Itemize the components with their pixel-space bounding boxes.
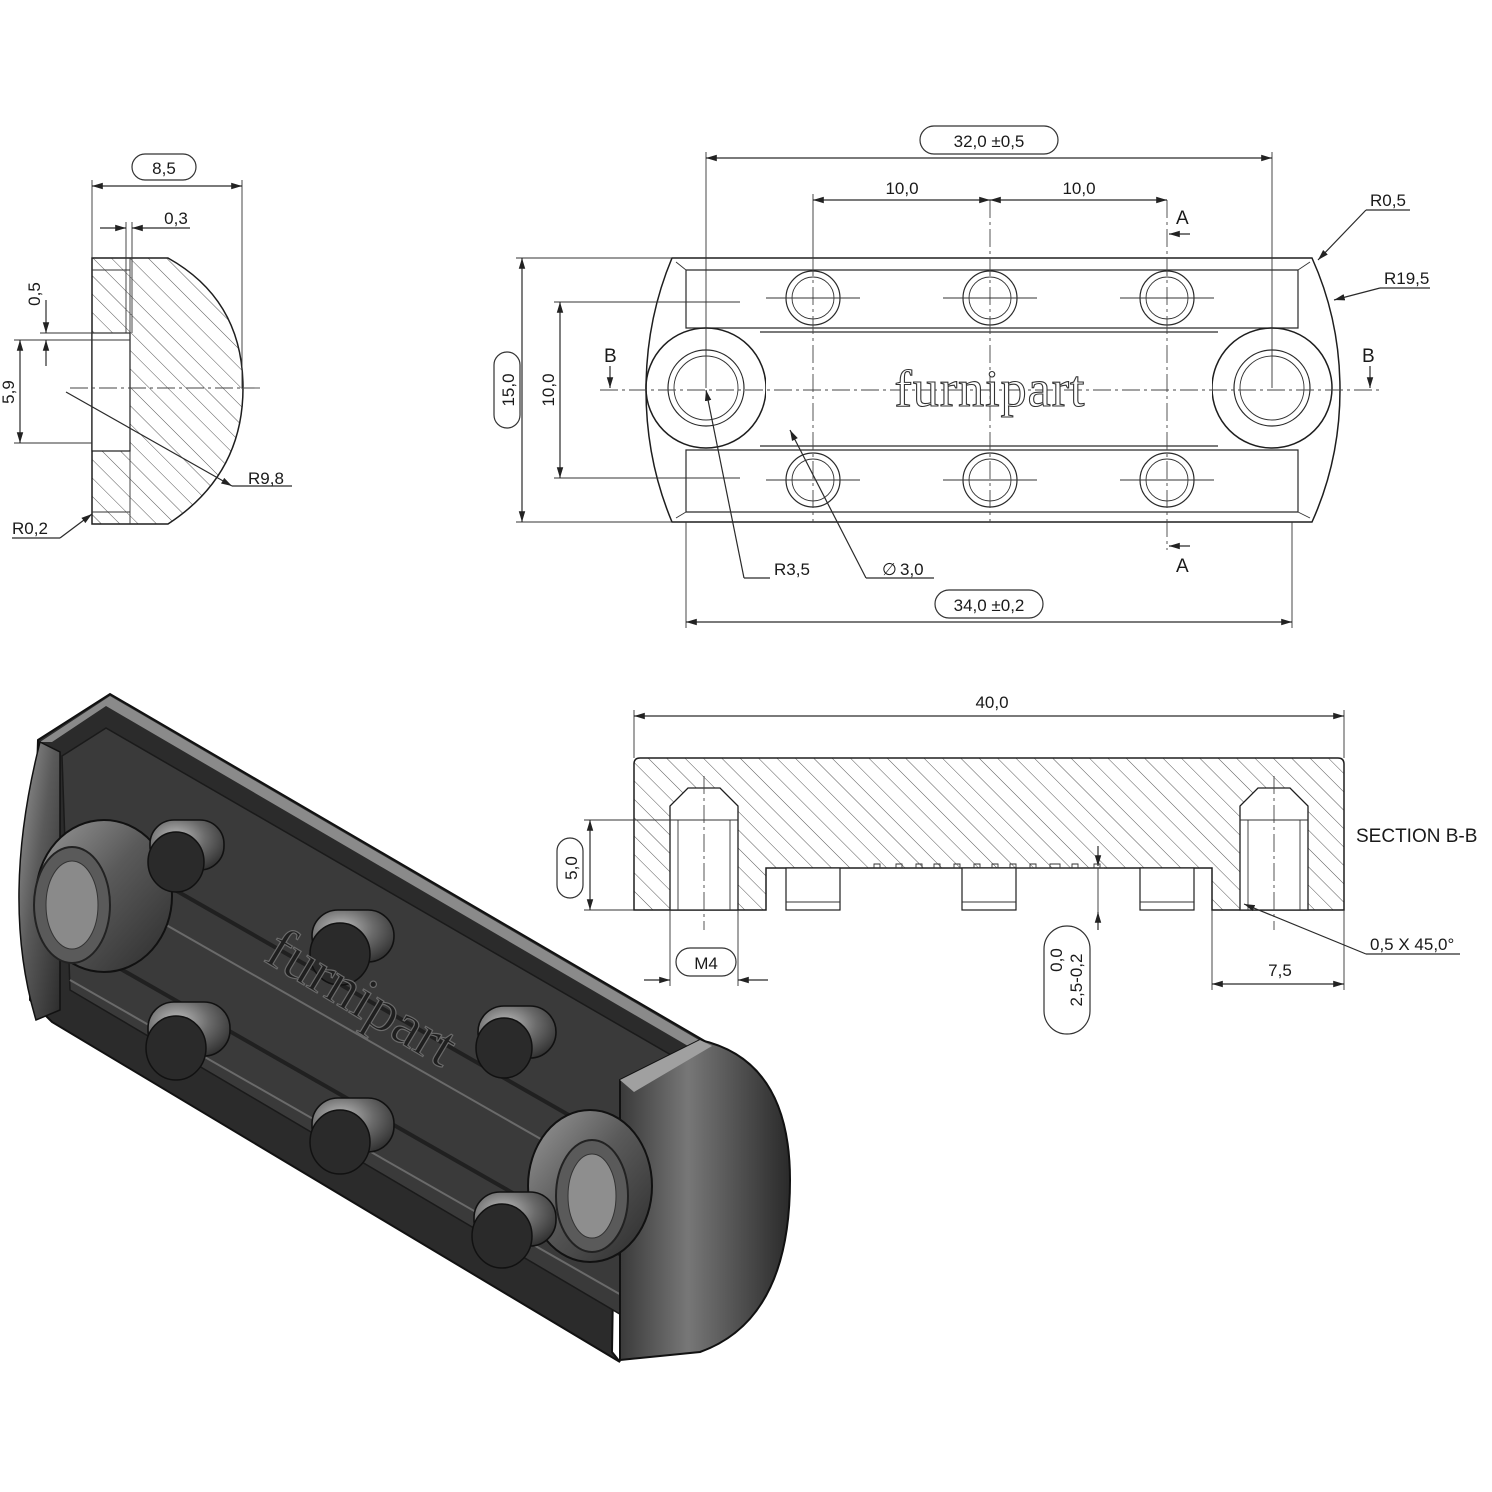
section-b-left: B	[604, 346, 617, 367]
pitch-2-label: 10,0	[1062, 179, 1095, 198]
side-view: 8,5 0,3 0,5 5,9 R9,8 R0,2	[0, 153, 292, 539]
section-pin-3	[1139, 867, 1195, 911]
section-outline	[633, 757, 1345, 911]
chamfer-label: 0,5 X 45,0°	[1370, 935, 1454, 954]
top-view-body	[645, 257, 1341, 523]
side-height-label: 5,9	[0, 380, 18, 404]
radius-boss-label: R3,5	[774, 560, 810, 579]
side-width-label: 8,5	[152, 159, 176, 178]
section-hatch	[634, 758, 1344, 910]
top-view-logo: furnipart	[895, 361, 1086, 418]
side-view-groove	[91, 332, 131, 452]
section-a-bottom: A	[1176, 556, 1189, 577]
pin-diameter-symbol: ∅	[882, 560, 897, 579]
render-end-cap	[619, 1038, 792, 1362]
render-pins	[145, 819, 557, 1269]
side-offset-label: 0,3	[164, 209, 188, 228]
height-inner-label: 10,0	[539, 373, 558, 406]
radius-large-label: R19,5	[1384, 269, 1429, 288]
section-b-right: B	[1362, 346, 1375, 367]
radius-small-label: R0,5	[1370, 191, 1406, 210]
side-view-outline	[91, 257, 244, 525]
side-depth-label: 0,5	[25, 282, 44, 306]
section-view: 40,0 SECTION B-B 5,0 M4 0,0 2,5-0,2 0,5 …	[556, 693, 1477, 1035]
side-radius-corner-label: R0,2	[12, 519, 48, 538]
tolerance-upper-label: 0,0	[1047, 948, 1066, 972]
section-pin-1	[785, 867, 841, 911]
side-radius-outer-label: R9,8	[248, 469, 284, 488]
thread-label: M4	[694, 954, 718, 973]
depth-label: 5,0	[562, 856, 581, 880]
total-length-label: 40,0	[975, 693, 1008, 712]
pin-diameter-label: 3,0	[900, 560, 924, 579]
pin-height-label: 2,5-0,2	[1067, 954, 1086, 1007]
top-view: furnipart 32,0 ±0,5 10,0 10,0 A A B B R0…	[493, 125, 1430, 628]
section-a-top: A	[1176, 208, 1189, 229]
base-length-label: 34,0 ±0,2	[954, 596, 1025, 615]
overall-length-label: 32,0 ±0,5	[954, 132, 1025, 151]
pitch-1-label: 10,0	[885, 179, 918, 198]
edge-distance-label: 7,5	[1268, 961, 1292, 980]
section-title: SECTION B-B	[1356, 826, 1477, 847]
part-3d-render: furnipart	[18, 692, 792, 1363]
height-total-label: 15,0	[499, 373, 518, 406]
section-pin-2	[961, 867, 1017, 911]
